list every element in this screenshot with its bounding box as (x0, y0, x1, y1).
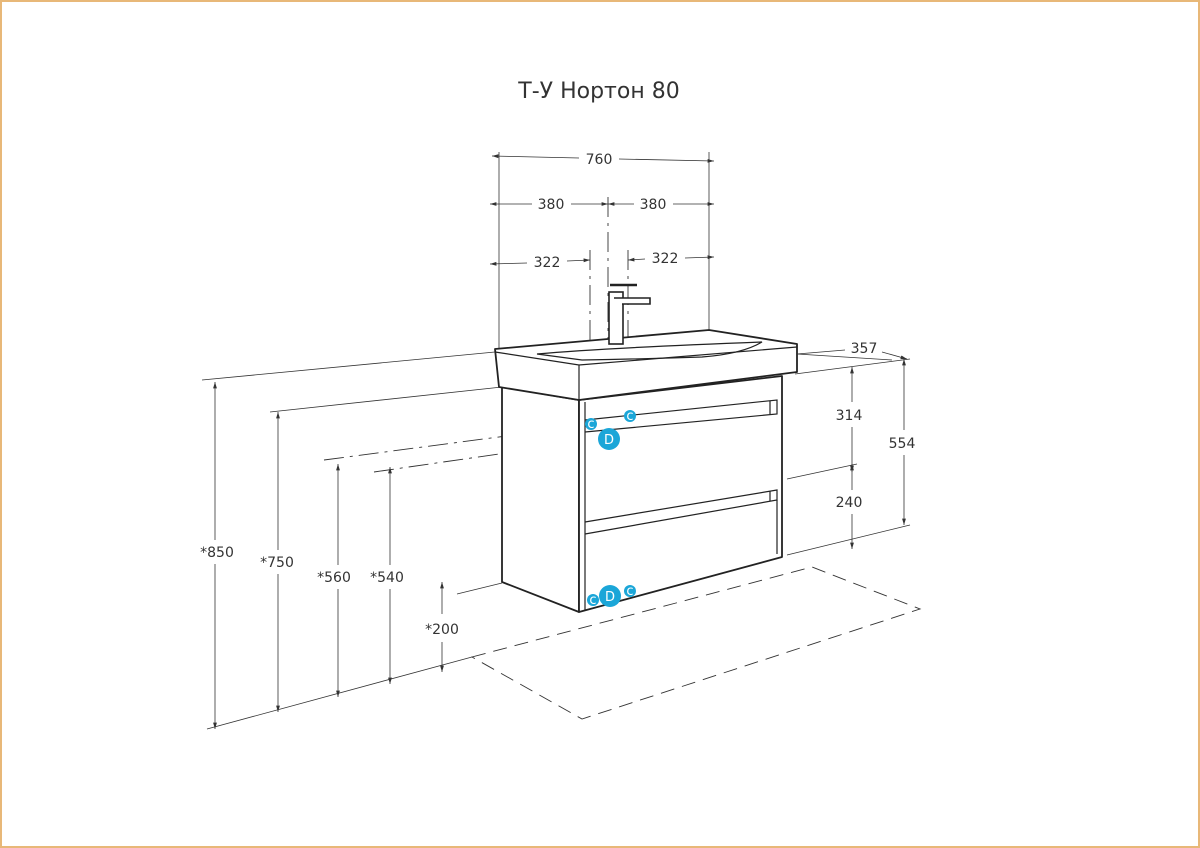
dim-322-right: 322 (652, 251, 679, 267)
dim-240: 240 (836, 495, 863, 511)
faucet (608, 283, 651, 345)
dim-314: 314 (836, 408, 863, 424)
cold-water-marker-lower-left (587, 594, 599, 606)
upper-connections: c c D (585, 409, 636, 450)
svg-text:D: D (605, 590, 615, 605)
dim-554: 554 (889, 436, 916, 452)
dim-357: 357 (851, 341, 878, 357)
svg-text:c: c (589, 593, 596, 608)
svg-text:c: c (626, 584, 633, 599)
svg-text:D: D (604, 433, 614, 448)
cold-water-marker-lower-right (624, 585, 636, 597)
cold-water-marker-upper-right (624, 410, 636, 422)
dim-380-left: 380 (538, 197, 565, 213)
vanity-cabinet (501, 375, 783, 613)
svg-text:c: c (626, 409, 633, 424)
drain-marker-lower (599, 585, 621, 607)
dim-560: *560 (317, 570, 351, 586)
drain-marker-upper (598, 428, 620, 450)
cold-water-marker-upper-left (585, 418, 597, 430)
svg-text:c: c (587, 417, 594, 432)
dim-850: *850 (200, 545, 234, 561)
dim-380-right: 380 (640, 197, 667, 213)
floor-footprint (470, 566, 922, 720)
lower-connections: c c D (587, 584, 636, 608)
dim-540: *540 (370, 570, 404, 586)
diagram-title: Т-У Нортон 80 (517, 79, 679, 104)
washbasin (494, 329, 798, 401)
dim-322-left: 322 (534, 255, 561, 271)
dim-750: *750 (260, 555, 294, 571)
dim-760: 760 (586, 152, 613, 168)
dim-200: *200 (425, 622, 459, 638)
